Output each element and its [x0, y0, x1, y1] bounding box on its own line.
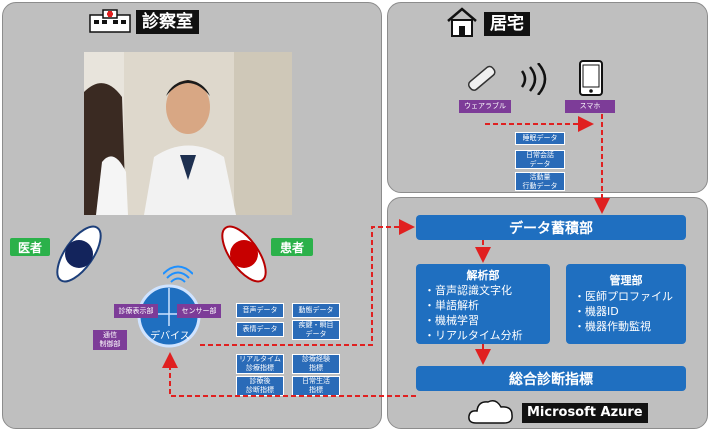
management-list: ・医師プロファイル ・機器ID ・機器作動監視	[574, 289, 678, 334]
analysis-list: ・音声認識文字化 ・単語解析 ・機械学習 ・リアルタイム分析	[424, 283, 542, 343]
clinic-building-icon	[88, 9, 132, 33]
signal-waves-icon	[162, 262, 194, 284]
display-unit-label: 診療表示部	[114, 304, 158, 318]
phone-label: スマホ	[565, 100, 615, 113]
analysis-box: 解析部 ・音声認識文字化 ・単語解析 ・機械学習 ・リアルタイム分析	[416, 264, 550, 344]
management-item: ・医師プロファイル	[574, 290, 673, 303]
smartphone-icon	[578, 60, 604, 96]
analysis-title: 解析部	[466, 269, 500, 282]
wearable-icon	[463, 64, 499, 94]
management-title: 管理部	[609, 274, 643, 287]
analysis-item: ・音声認識文字化	[424, 284, 512, 297]
home-title: 居宅	[484, 12, 530, 36]
doctor-label: 医者	[10, 238, 50, 256]
patient-label: 患者	[271, 238, 313, 256]
cloud-icon	[466, 396, 516, 426]
home-data-item: 日常会話 データ	[515, 150, 565, 169]
index-item: 診療経験 指標	[292, 354, 340, 374]
wireless-icon	[516, 62, 550, 96]
management-item: ・機器作動監視	[574, 320, 651, 333]
wearable-label: ウェアラブル	[459, 100, 511, 113]
index-item: リアルタイム 診療指標	[236, 354, 284, 374]
comm-unit-label: 通信 制御部	[93, 330, 127, 350]
doctor-avatar-icon	[48, 225, 110, 283]
patient-avatar-icon	[213, 225, 275, 283]
diagnosis-title: 総合診断指標	[509, 371, 593, 388]
analysis-item: ・機械学習	[424, 314, 479, 327]
home-data-item: 活動量 行動データ	[515, 172, 565, 191]
home-data-item: 睡眠データ	[515, 132, 565, 145]
analysis-item: ・単語解析	[424, 299, 479, 312]
device-data-item: 表情データ	[236, 322, 284, 337]
management-box: 管理部 ・医師プロファイル ・機器ID ・機器作動監視	[566, 264, 686, 344]
device-data-item: 動態データ	[292, 303, 340, 318]
device-data-item: 音声データ	[236, 303, 284, 318]
data-storage-box: データ蓄積部	[416, 215, 686, 240]
clinic-title: 診察室	[136, 10, 199, 34]
house-icon	[445, 6, 479, 38]
sensor-unit-label: センサー部	[177, 304, 221, 318]
data-storage-title: データ蓄積部	[509, 220, 593, 237]
management-item: ・機器ID	[574, 305, 619, 318]
analysis-item: ・リアルタイム分析	[424, 329, 523, 342]
device-data-item: 疾鍵・瞬目 データ	[292, 320, 340, 340]
azure-label: Microsoft Azure	[522, 403, 648, 423]
consultation-photo	[84, 52, 292, 215]
diagnosis-box: 総合診断指標	[416, 366, 686, 391]
device-label: デバイス	[150, 331, 190, 342]
